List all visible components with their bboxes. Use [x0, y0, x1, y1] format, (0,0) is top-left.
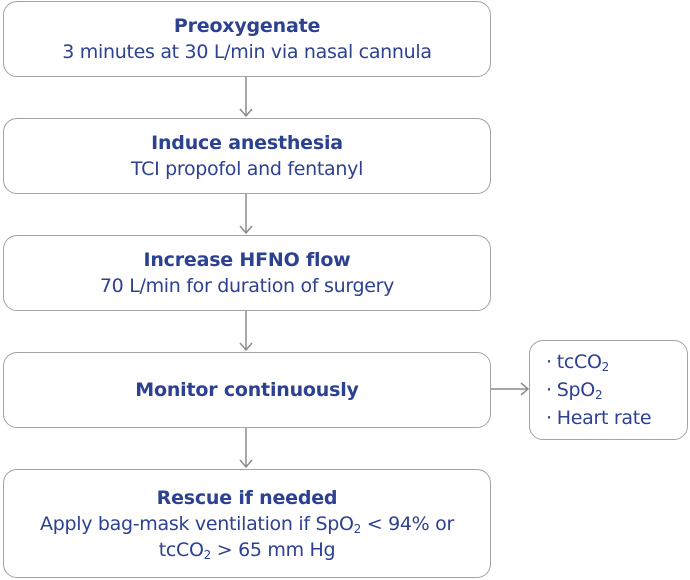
monitor-item-spo2: ·SpO2 [546, 376, 603, 404]
step-title: Preoxygenate [173, 15, 321, 37]
rescue-text-tcco2: tcCO [158, 538, 204, 561]
step-induce-anesthesia: Induce anesthesia TCI propofol and fenta… [3, 118, 491, 194]
bullet: · [546, 351, 552, 373]
step-detail: TCI propofol and fentanyl [130, 158, 364, 180]
step-title: Monitor continuously [135, 379, 359, 401]
monitor-item-label: tcCO [556, 351, 602, 373]
step-detail-line-1: Apply bag-mask ventilation if SpO2 < 94%… [40, 511, 454, 537]
step-detail: 3 minutes at 30 L/min via nasal cannula [62, 41, 432, 63]
bullet: · [546, 379, 552, 401]
arrowhead-step3-step4 [239, 342, 253, 352]
monitor-item-heart-rate: ·Heart rate [546, 404, 652, 432]
rescue-text-spo2: Apply bag-mask ventilation if SpO [40, 512, 354, 535]
arrowhead-monitor-side [520, 382, 530, 396]
monitor-parameters-box: ·tcCO2 ·SpO2 ·Heart rate [529, 340, 688, 440]
rescue-text-threshold-spo2: < 94% or [360, 512, 455, 535]
step-title: Increase HFNO flow [143, 249, 351, 271]
step-title: Induce anesthesia [151, 132, 343, 154]
step-monitor-continuously: Monitor continuously [3, 352, 491, 428]
step-detail: 70 L/min for duration of surgery [99, 275, 395, 297]
arrowhead-step1-step2 [239, 108, 253, 118]
subscript: 2 [203, 547, 212, 562]
subscript: 2 [594, 388, 603, 402]
monitor-item-tcco2: ·tcCO2 [546, 348, 609, 376]
subscript: 2 [353, 521, 362, 536]
step-detail-line-2: tcCO2 > 65 mm Hg [159, 537, 336, 563]
rescue-text-threshold-tcco2: > 65 mm Hg [210, 538, 336, 561]
arrowhead-step2-step3 [239, 225, 253, 235]
subscript: 2 [601, 360, 610, 374]
step-title: Rescue if needed [156, 486, 338, 509]
bullet: · [546, 407, 552, 429]
monitor-item-label: SpO [556, 379, 595, 401]
step-increase-hfno-flow: Increase HFNO flow 70 L/min for duration… [3, 235, 491, 311]
monitor-item-label: Heart rate [556, 407, 652, 429]
step-preoxygenate: Preoxygenate 3 minutes at 30 L/min via n… [3, 1, 491, 77]
arrowhead-step4-step5 [239, 459, 253, 469]
step-rescue-if-needed: Rescue if needed Apply bag-mask ventilat… [3, 469, 491, 578]
